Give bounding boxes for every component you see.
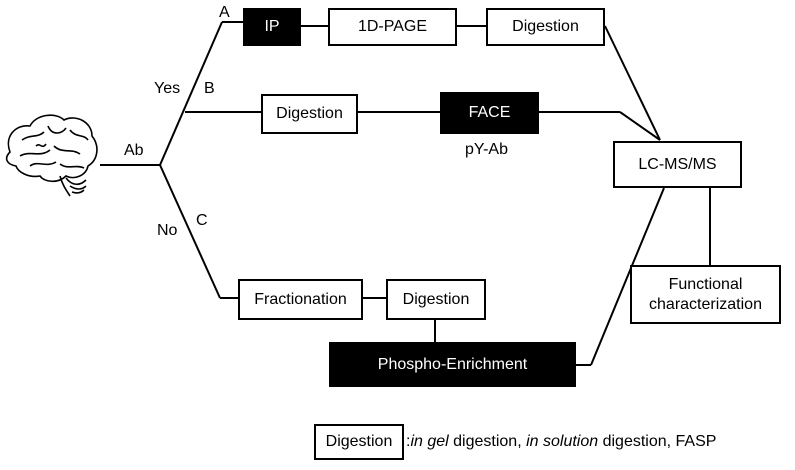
branch-label-no: No — [157, 222, 178, 239]
face-node: FACE — [440, 92, 539, 134]
page-node: 1D-PAGE — [328, 8, 457, 46]
legend: Digestion :in gel digestion, in solution… — [314, 424, 716, 460]
branch-label-yes: Yes — [154, 80, 181, 97]
digestion-node-b: Digestion — [261, 94, 358, 134]
branch-label-c: C — [196, 212, 208, 229]
connector-c-lcms — [590, 187, 665, 366]
connector-a-lcms — [604, 25, 661, 141]
legend-text-part: digestion, FASP — [598, 433, 717, 450]
legend-text-part: : — [406, 433, 411, 450]
face-antibody-label: pY-Ab — [465, 141, 508, 158]
lcms-node: LC-MS/MS — [613, 141, 742, 188]
phospho-enrichment-node: Phospho-Enrichment — [329, 342, 576, 387]
brain-icon — [5, 114, 98, 197]
digestion-node-c: Digestion — [386, 279, 486, 320]
ip-node: IP — [243, 8, 301, 46]
connector-b-lcms — [619, 111, 661, 141]
legend-text-part: digestion, — [448, 433, 527, 450]
functional-characterization-node: Functional characterization — [630, 265, 781, 324]
legend-digestion-box: Digestion — [314, 424, 404, 460]
fractionation-node: Fractionation — [238, 279, 363, 320]
branch-label-b: B — [204, 80, 215, 97]
connector-branch-a — [159, 21, 223, 166]
legend-description: :in gel digestion, in solution digestion… — [406, 433, 716, 451]
digestion-node-a: Digestion — [486, 8, 605, 46]
connector-branch-c — [159, 164, 221, 299]
legend-text-part: in solution — [526, 433, 599, 450]
branch-label-ab: Ab — [124, 142, 144, 159]
legend-text-part: in gel — [410, 433, 449, 450]
branch-label-a: A — [219, 4, 230, 21]
